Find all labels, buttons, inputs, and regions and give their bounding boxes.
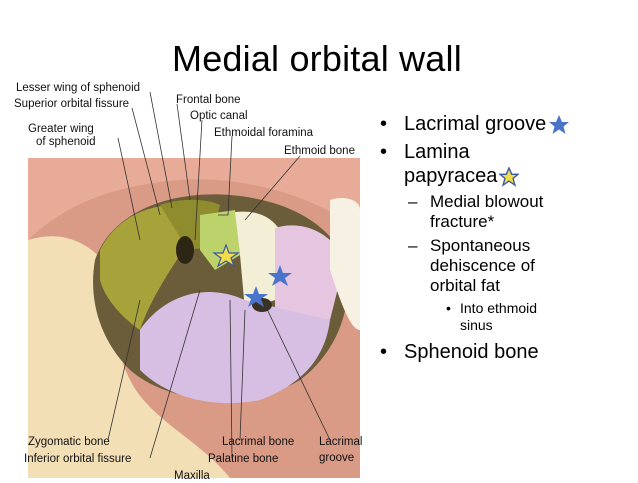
bullet-lacrimal-groove-text: Lacrimal groove: [404, 113, 547, 135]
bullet-list: Lacrimal groove Lamina papyracea Medial …: [378, 112, 618, 368]
slide-title: Medial orbital wall: [172, 38, 462, 79]
frontal-bone-shape: [28, 158, 360, 240]
sub-bullet-medial-blowout-line1: Medial blowout: [430, 192, 544, 211]
bullet-sphenoid-bone: Sphenoid bone: [378, 340, 618, 364]
label-ethmoid-bone: Ethmoid bone: [284, 145, 355, 157]
label-lacrimal-groove-1: Lacrimal: [319, 436, 363, 448]
sub-bullet-spontaneous-line2: dehiscence of: [430, 256, 535, 275]
yellow-star-icon: [499, 166, 520, 187]
label-lacrimal-groove-2: groove: [319, 452, 355, 464]
zygomatic-bone-shape: [28, 236, 230, 478]
bullet-sphenoid-bone-text: Sphenoid bone: [404, 341, 539, 363]
sub-sub-bullet-line2: sinus: [460, 317, 493, 333]
label-frontal-bone: Frontal bone: [176, 94, 241, 106]
sub-sub-bullet-into-ethmoid: Into ethmoid sinus: [378, 300, 618, 334]
sub-bullet-medial-blowout-line2: fracture*: [430, 212, 495, 231]
greater-wing-shape: [100, 205, 190, 330]
figure-yellow-star-icon: [212, 243, 240, 268]
label-ethmoidal-foramina: Ethmoidal foramina: [214, 127, 314, 139]
sub-bullet-spontaneous-line1: Spontaneous: [430, 236, 531, 255]
bullet-lamina-papyracea: Lamina papyracea: [378, 140, 618, 188]
figure-blue-star-icon-1: [268, 265, 292, 286]
label-greater-wing-1: Greater wing: [28, 123, 94, 135]
sub-bullet-spontaneous-line3: orbital fat: [430, 276, 500, 295]
label-optic-canal: Optic canal: [190, 110, 248, 122]
label-zygomatic-bone: Zygomatic bone: [28, 436, 110, 448]
blue-star-icon: [549, 114, 570, 134]
figure-blue-star-icon-2: [244, 286, 268, 307]
label-maxilla: Maxilla: [174, 470, 210, 482]
maxilla-shape: [140, 291, 330, 404]
sub-bullet-spontaneous: Spontaneous dehiscence of orbital fat: [378, 236, 618, 296]
label-palatine-bone: Palatine bone: [208, 453, 279, 465]
label-greater-wing-2: of sphenoid: [36, 136, 96, 148]
nasal-region: [330, 198, 360, 330]
sub-bullet-medial-blowout: Medial blowout fracture*: [378, 192, 618, 232]
lacrimal-bone-shape: [275, 225, 345, 320]
ethmoid-bone-shape: [235, 211, 280, 310]
bullet-lacrimal-groove: Lacrimal groove: [378, 112, 618, 136]
bullet-lamina-line1: Lamina: [404, 141, 470, 163]
bullet-lamina-line2: papyracea: [404, 165, 498, 187]
label-inferior-orbital-fissure: Inferior orbital fissure: [24, 453, 132, 465]
sub-sub-bullet-line1: Into ethmoid: [460, 300, 538, 316]
optic-canal-shape: [176, 236, 194, 264]
label-superior-orbital-fissure: Superior orbital fissure: [14, 98, 130, 110]
label-lesser-wing: Lesser wing of sphenoid: [16, 82, 141, 94]
label-lacrimal-bone: Lacrimal bone: [222, 436, 295, 448]
